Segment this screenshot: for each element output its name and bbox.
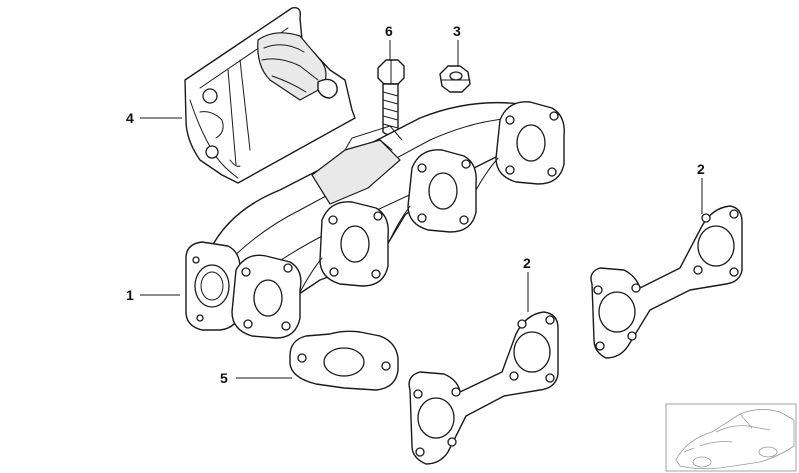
callout-numbers: 1 2 2 3 4 5 6: [126, 23, 705, 386]
callout-1: 1: [126, 287, 134, 303]
callout-2-upper: 2: [697, 161, 705, 177]
callout-2-lower: 2: [523, 255, 531, 271]
heat-shield-part: [184, 7, 356, 184]
manifold-gasket-lower-part: [408, 311, 559, 465]
manifold-gasket-upper-part: [590, 205, 743, 359]
vehicle-locator-inset: [665, 403, 797, 472]
car-silhouette-icon: [675, 409, 795, 470]
callout-3: 3: [453, 23, 461, 39]
callout-6: 6: [385, 23, 393, 39]
leader-lines: [140, 40, 703, 379]
flange-gasket-part: [289, 330, 399, 391]
callout-5: 5: [220, 370, 228, 386]
exhaust-manifold-part: [185, 101, 565, 339]
callout-4: 4: [126, 110, 134, 126]
inset-frame: [665, 403, 797, 472]
hex-nut-part: [439, 65, 471, 93]
hex-bolt-part: [377, 59, 405, 136]
